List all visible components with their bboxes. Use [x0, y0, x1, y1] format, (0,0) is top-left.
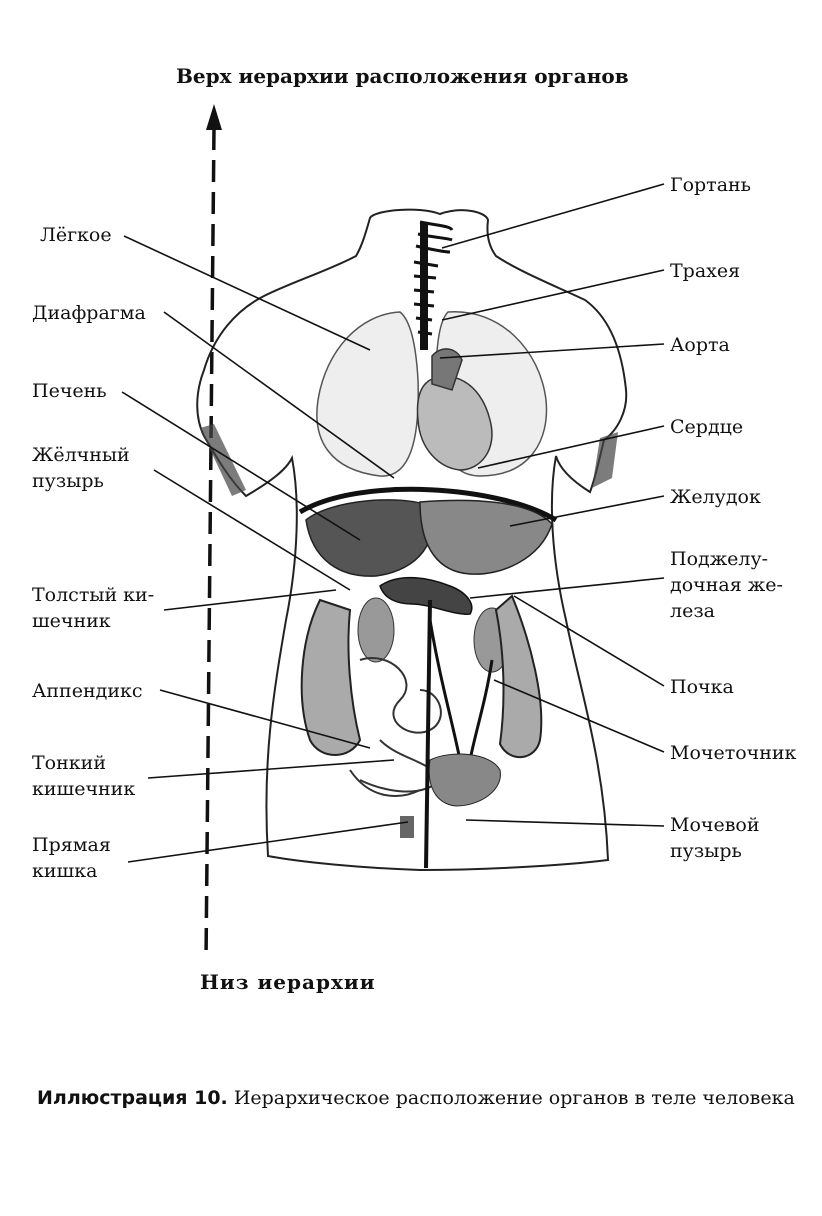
- large-intestine: [300, 594, 543, 759]
- midline: [424, 599, 432, 869]
- label-larynx: Гортань: [670, 174, 752, 196]
- label-ureter: Мочеточник: [670, 742, 797, 764]
- label-trachea: Трахея: [670, 260, 741, 282]
- rectum: [400, 816, 414, 838]
- label-lung: Лёгкое: [40, 224, 112, 246]
- arm-bands: [200, 424, 618, 496]
- hierarchy-arrow: [204, 104, 222, 961]
- label-rectum: Прямая кишка: [32, 834, 111, 882]
- bottom-of-hierarchy-label: Низ иерархии: [200, 970, 376, 994]
- caption-number: Иллюстрация 10.: [37, 1087, 228, 1109]
- caption-text: Иерархическое расположение органов в тел…: [227, 1087, 795, 1109]
- label-aorta: Аорта: [670, 334, 730, 356]
- label-diaphragm: Диафрагма: [32, 302, 146, 324]
- larynx-trachea: [413, 220, 454, 350]
- organ-diagram: [121, 104, 665, 961]
- label-liver: Печень: [32, 380, 107, 402]
- label-bladder: Мочевой пузырь: [670, 814, 760, 862]
- torso-outline: [196, 208, 628, 872]
- label-pancreas: Поджелу- дочная же- леза: [670, 548, 783, 622]
- diaphragm: [298, 486, 558, 523]
- figure-caption: Иллюстрация 10. Иерархическое расположен…: [37, 1085, 797, 1112]
- label-appendix: Аппендикс: [32, 680, 143, 702]
- label-heart: Сердце: [670, 416, 744, 438]
- label-stomach: Желудок: [670, 486, 761, 508]
- pancreas: [379, 576, 473, 615]
- label-small-intestine: Тонкий кишечник: [32, 752, 136, 800]
- liver-stomach: [305, 499, 553, 577]
- top-of-hierarchy-label: Верх иерархии расположения органов: [176, 64, 629, 88]
- bladder: [428, 753, 501, 807]
- label-gallbladder: Жёлчный пузырь: [32, 444, 130, 492]
- label-large-intestine: Толстый ки- шечник: [32, 584, 155, 632]
- pointer-lines: [121, 183, 665, 863]
- heart: [416, 348, 493, 471]
- label-kidney: Почка: [670, 676, 734, 698]
- ureters: [428, 619, 494, 761]
